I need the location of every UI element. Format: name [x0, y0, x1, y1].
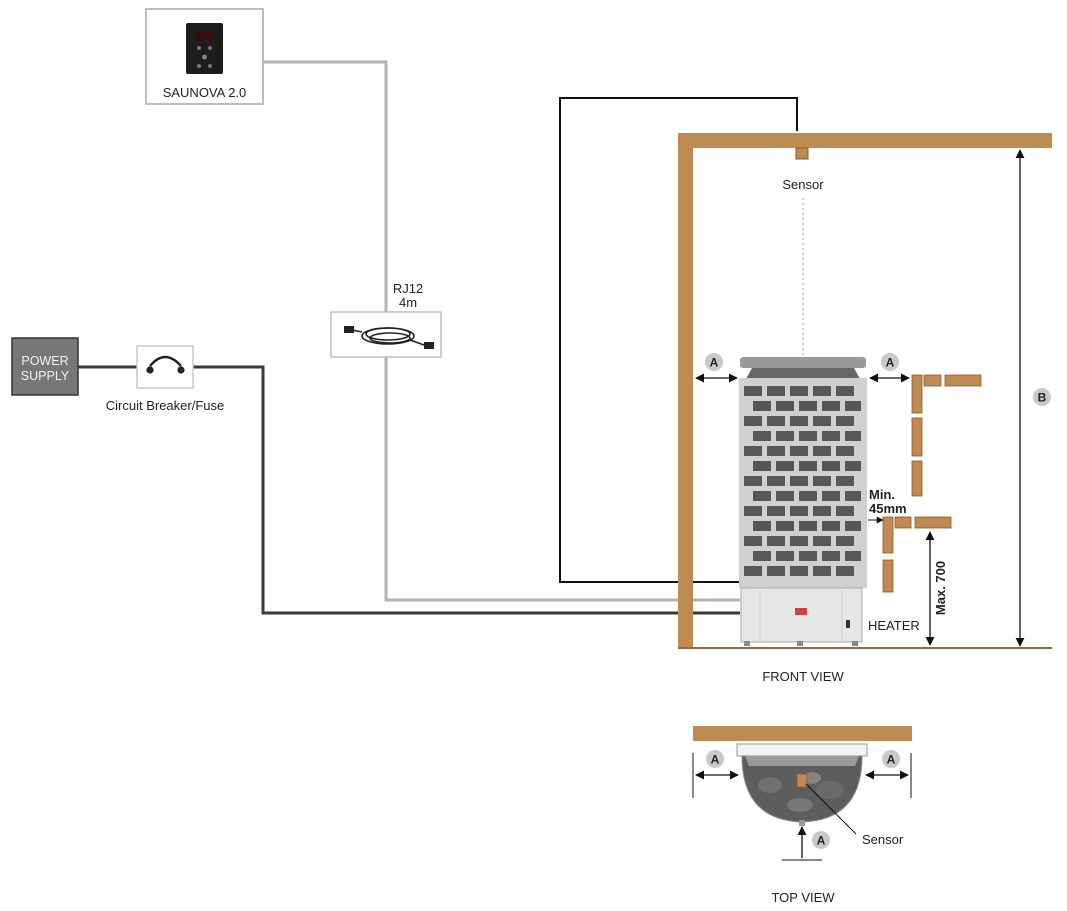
top-badge-a-front	[812, 831, 830, 849]
top-sensor-label: Sensor	[862, 832, 904, 847]
front-sensor-label: Sensor	[782, 177, 824, 192]
cable-length-label: 4m	[399, 295, 417, 310]
sensor-wire	[559, 97, 798, 583]
breaker-label: Circuit Breaker/Fuse	[106, 398, 224, 413]
front-view: Sensor	[678, 133, 1052, 684]
top-view: A A A Sensor TOP VIEW	[692, 726, 912, 905]
top-heater-icon	[736, 743, 868, 826]
min-label-line1: Min.	[869, 487, 895, 502]
front-view-title: FRONT VIEW	[762, 669, 844, 684]
controller-box[interactable]: SAUNOVA 2.0	[145, 8, 264, 105]
badge-a-right-label: A	[886, 356, 895, 370]
rj12-cable-box[interactable]: RJ12 4m	[330, 281, 442, 358]
circuit-breaker-box[interactable]: Circuit Breaker/Fuse	[106, 345, 224, 413]
badge-a-right	[881, 353, 899, 371]
top-badge-a-right-label: A	[887, 753, 896, 767]
badge-b-label: B	[1038, 391, 1047, 405]
upper-bench	[911, 374, 982, 497]
top-sensor-pointer	[805, 783, 857, 835]
controller-label: SAUNOVA 2.0	[163, 85, 247, 100]
min-label-line2: 45mm	[869, 501, 907, 516]
badge-a-left	[705, 353, 723, 371]
top-badge-a-left	[706, 750, 724, 768]
power-cable-wire-2	[193, 365, 740, 615]
top-badge-a-left-label: A	[711, 753, 720, 767]
ceiling-wall	[678, 133, 1052, 148]
left-wall	[678, 133, 693, 648]
badge-b	[1033, 388, 1051, 406]
top-badge-a-front-label: A	[817, 834, 826, 848]
heater-icon	[739, 357, 867, 646]
power-supply-line1: POWER	[21, 354, 68, 368]
top-view-title: TOP VIEW	[771, 890, 835, 905]
lower-bench	[882, 516, 952, 593]
top-view-wall	[693, 726, 912, 741]
cable-icon	[351, 327, 425, 346]
power-supply-box[interactable]: POWER SUPPLY	[11, 337, 79, 396]
max-label: Max. 700	[933, 561, 948, 615]
ceiling-sensor-icon	[795, 147, 809, 160]
power-supply-line2: SUPPLY	[21, 369, 70, 383]
cable-type-label: RJ12	[393, 281, 423, 296]
top-badge-a-right	[882, 750, 900, 768]
switch-icon	[146, 355, 185, 374]
control-panel-icon	[186, 23, 223, 74]
badge-a-left-label: A	[710, 356, 719, 370]
heater-label: HEATER	[868, 618, 920, 633]
